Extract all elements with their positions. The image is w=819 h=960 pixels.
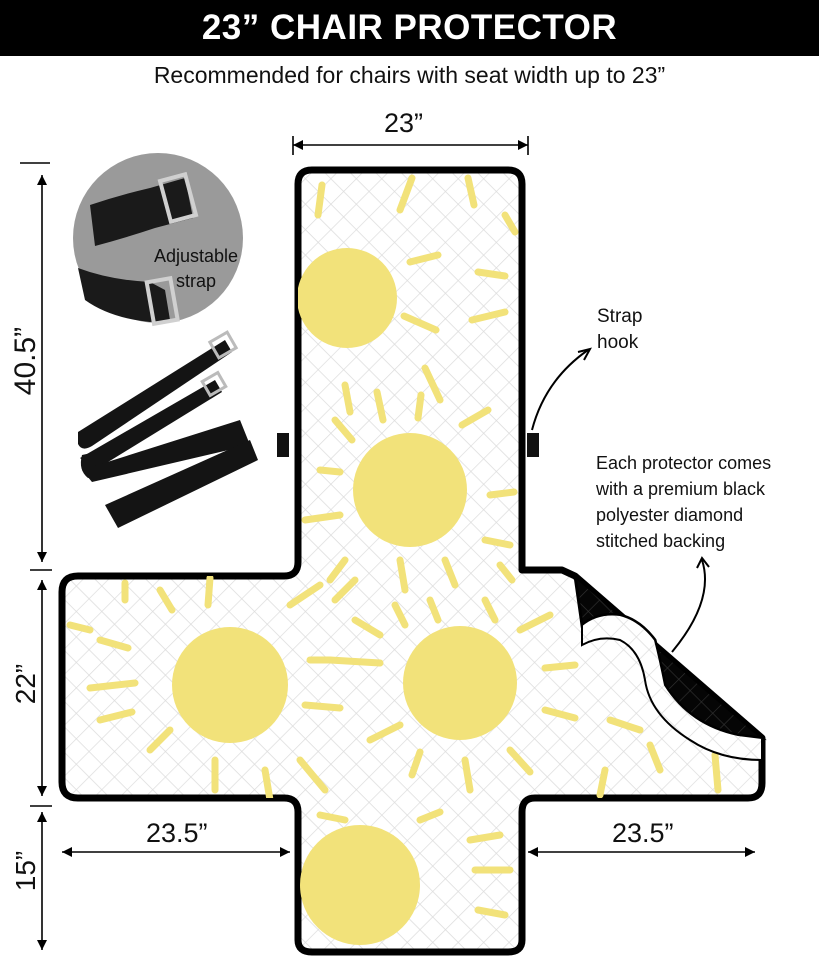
sun-icon	[300, 825, 420, 945]
strap-hook-line1: Strap	[597, 306, 643, 327]
loose-straps	[78, 330, 258, 528]
cover-fabric	[58, 166, 766, 956]
dim-left-arm: 23.5”	[146, 818, 208, 848]
dim-front-height: 15”	[10, 850, 41, 892]
strap-hook-right	[527, 433, 539, 457]
backing-line2: with a premium black	[596, 479, 766, 499]
sun-icon	[353, 433, 467, 547]
strap-hook-line2: hook	[597, 332, 639, 353]
backing-line1: Each protector comes	[596, 453, 772, 473]
backing-note: Each protector comes with a premium blac…	[596, 450, 771, 554]
sun-rays	[66, 174, 722, 919]
sun-icon	[297, 248, 397, 348]
dimension-lines	[20, 136, 755, 950]
strap-label-line1: Adjustable	[154, 246, 238, 266]
sun-icon	[172, 627, 288, 743]
dim-back-height: 40.5”	[9, 326, 42, 396]
page-subtitle: Recommended for chairs with seat width u…	[153, 62, 666, 88]
strap-inset	[73, 153, 243, 327]
backing-line3: polyester diamond	[596, 505, 744, 525]
dim-seat-height: 22”	[10, 663, 41, 705]
callout-arrows	[531, 347, 710, 653]
strap-hook-label: Strap hook	[597, 304, 642, 356]
strap-label-line2: strap	[176, 271, 216, 291]
sun-icon	[403, 626, 517, 740]
sun-pattern	[66, 174, 722, 945]
strap-hook-left	[277, 433, 289, 457]
dim-right-arm: 23.5”	[612, 818, 674, 848]
black-backing-flap	[572, 572, 767, 762]
dim-top-width: 23”	[384, 108, 424, 138]
backing-line4: stitched backing	[596, 531, 726, 551]
page-title: 23” CHAIR PROTECTOR	[201, 8, 618, 47]
header-bar	[0, 0, 819, 56]
